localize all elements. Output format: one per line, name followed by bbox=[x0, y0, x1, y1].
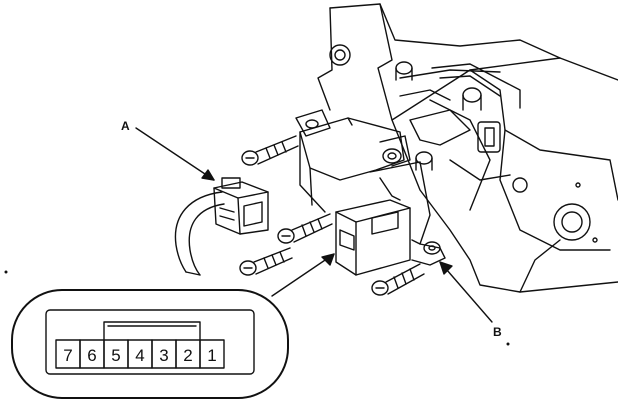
actuator-body bbox=[295, 109, 446, 276]
screw-3 bbox=[239, 247, 293, 276]
speck-marks bbox=[4, 270, 510, 346]
lever-linkage bbox=[399, 63, 521, 181]
mounting-bracket bbox=[317, 3, 618, 293]
callout-label-a: A bbox=[121, 119, 130, 133]
leader-arrow-connector bbox=[271, 253, 335, 297]
screw-2 bbox=[277, 213, 333, 244]
leader-arrow-b bbox=[439, 261, 493, 323]
bracket-bosses bbox=[395, 61, 482, 171]
screw-4 bbox=[371, 263, 425, 296]
pin-label-2: 2 bbox=[183, 346, 192, 365]
pin-label-3: 3 bbox=[159, 346, 168, 365]
connector-detail-view: 7 6 5 4 3 2 1 bbox=[11, 289, 289, 399]
pin-label-4: 4 bbox=[135, 346, 144, 365]
bracket-holes bbox=[329, 44, 598, 243]
callout-label-b: B bbox=[493, 325, 502, 339]
screw-1 bbox=[241, 135, 299, 166]
wire-harness bbox=[174, 191, 225, 276]
pin-label-6: 6 bbox=[87, 346, 96, 365]
pin-label-1: 1 bbox=[207, 346, 216, 365]
leader-arrow-a bbox=[135, 127, 215, 181]
pin-label-5: 5 bbox=[111, 346, 120, 365]
pin-label-7: 7 bbox=[63, 346, 72, 365]
connector-a bbox=[213, 177, 269, 235]
pin-cells bbox=[55, 339, 225, 369]
